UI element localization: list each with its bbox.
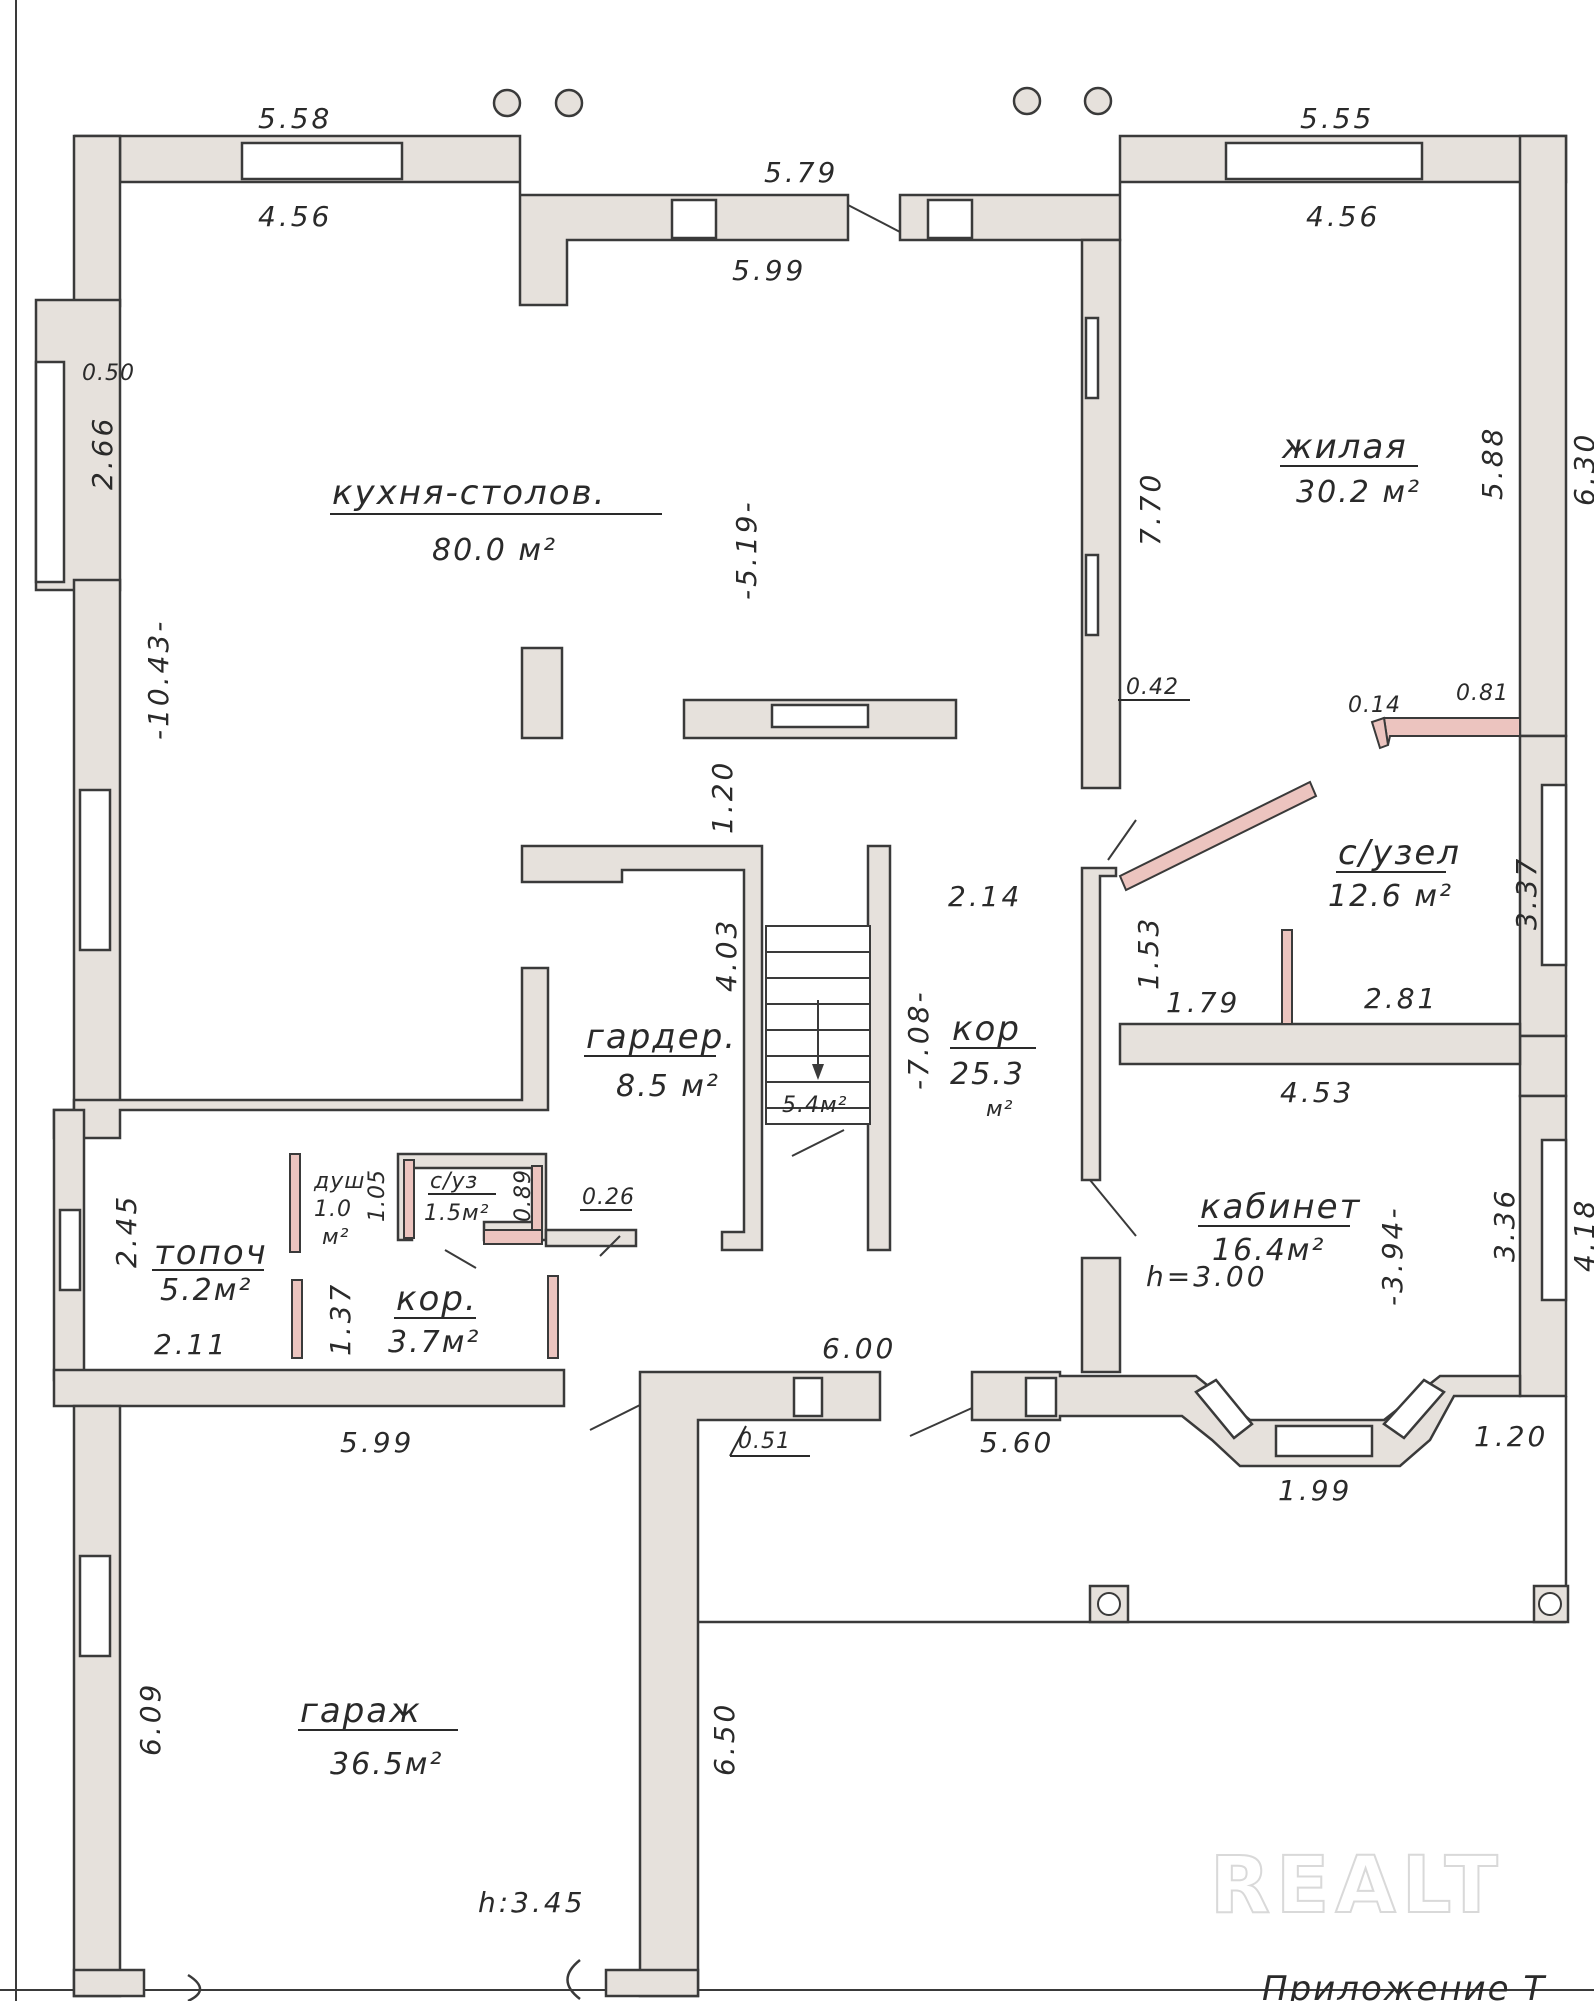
ceiling-height-lower: h:3.45	[478, 1886, 586, 1919]
room-label-bath: с/узел	[1338, 833, 1461, 873]
room-area-corridor: 25.3	[950, 1057, 1025, 1092]
dim-1-20-stairs: 1.20	[706, 760, 739, 834]
dim-2-11: 2.11	[154, 1328, 228, 1361]
staircase	[765, 925, 871, 1157]
dim-2-66: 2.66	[86, 416, 119, 490]
room-area-wardrobe: 8.5 м²	[616, 1069, 720, 1104]
room-label-shower: душ	[313, 1169, 365, 1194]
dim-2-81: 2.81	[1364, 982, 1438, 1015]
dim-1-53: 1.53	[1132, 916, 1165, 990]
room-labels: кухня-столов. 80.0 м² жилая 30.2 м² с/уз…	[152, 427, 1461, 1919]
dim-7-08: -7.08-	[902, 989, 935, 1090]
ceiling-height-upper: h=3.00	[1146, 1260, 1268, 1293]
interior-walls	[52, 238, 1570, 2001]
room-label-corridor-small: кор.	[396, 1279, 478, 1319]
dim-1-20-bay: 1.20	[1474, 1420, 1548, 1453]
room-area-wc: 1.5м²	[424, 1201, 489, 1226]
dim-6-30: 6.30	[1568, 432, 1594, 506]
room-area-stairs: 5.4м²	[782, 1093, 847, 1118]
walls	[34, 134, 1568, 1398]
dim-7-70: 7.70	[1134, 472, 1167, 546]
dim-0-14: 0.14	[1348, 693, 1401, 718]
dim-5-88: 5.88	[1476, 426, 1509, 500]
dim-6-50: 6.50	[708, 1702, 741, 1776]
watermark-logo: REALT	[1210, 1841, 1504, 1931]
dim-3-36: 3.36	[1488, 1188, 1521, 1262]
room-area-living: 30.2 м²	[1296, 475, 1421, 510]
room-area-shower: 1.0	[314, 1197, 352, 1222]
dim-5-55: 5.55	[1300, 102, 1374, 135]
dim-1-79: 1.79	[1166, 986, 1240, 1019]
dim-0-50: 0.50	[82, 361, 135, 386]
room-area-corridor-small: 3.7м²	[388, 1325, 480, 1360]
room-area-shower-unit: м²	[322, 1225, 349, 1250]
room-area-kitchen: 80.0 м²	[432, 533, 557, 568]
dim-5-60: 5.60	[980, 1426, 1054, 1459]
dim-10-43: -10.43-	[142, 619, 175, 740]
dim-4-53: 4.53	[1280, 1076, 1354, 1109]
appendix-caption: Приложение Т	[1262, 1969, 1546, 2001]
dim-4-18: 4.18	[1568, 1198, 1594, 1272]
room-label-kitchen: кухня-столов.	[332, 473, 606, 513]
dim-5-99-bottom: 5.99	[340, 1426, 414, 1459]
dim-1-05: 1.05	[365, 1169, 390, 1222]
dim-2-14: 2.14	[948, 880, 1022, 913]
room-area-corridor-unit: м²	[986, 1097, 1013, 1122]
room-label-living: жилая	[1281, 427, 1408, 467]
dim-2-45: 2.45	[110, 1194, 143, 1268]
dim-0-89: 0.89	[511, 1169, 536, 1222]
dim-3-37: 3.37	[1510, 856, 1543, 930]
dim-0-81: 0.81	[1456, 681, 1509, 706]
room-area-garage: 36.5м²	[330, 1747, 443, 1782]
room-label-corridor: кор	[952, 1009, 1021, 1049]
room-label-wc: с/уз	[430, 1169, 478, 1194]
room-area-office: 16.4м²	[1212, 1233, 1325, 1268]
dim-5-79: 5.79	[764, 156, 838, 189]
dim-1-99: 1.99	[1278, 1474, 1352, 1507]
room-label-garage: гараж	[300, 1691, 422, 1731]
dim-3-94: -3.94-	[1376, 1205, 1409, 1306]
dim-5-19: -5.19-	[730, 499, 763, 600]
room-area-bath: 12.6 м²	[1328, 879, 1453, 914]
room-label-boiler: топоч	[154, 1233, 268, 1273]
dim-4-56-right: 4.56	[1306, 200, 1380, 233]
room-label-office: кабинет	[1200, 1187, 1361, 1227]
dim-5-99-top: 5.99	[732, 254, 806, 287]
dim-5-58: 5.58	[258, 102, 332, 135]
dim-0-51: 0.51	[738, 1429, 791, 1454]
dimension-labels: 5.58 5.55 5.79 4.56 4.56 5.99 0.50 2.66 …	[82, 102, 1594, 1776]
dim-6-00: 6.00	[822, 1332, 896, 1365]
dim-0-26: 0.26	[582, 1185, 635, 1210]
vent-circles	[492, 86, 1113, 118]
room-label-wardrobe: гардер.	[586, 1017, 737, 1057]
dim-6-09: 6.09	[134, 1682, 167, 1756]
dim-4-03: 4.03	[710, 918, 743, 992]
room-area-boiler: 5.2м²	[160, 1273, 252, 1308]
dim-0-42: 0.42	[1126, 675, 1179, 700]
dim-1-37: 1.37	[324, 1282, 357, 1356]
dim-4-56-left: 4.56	[258, 200, 332, 233]
